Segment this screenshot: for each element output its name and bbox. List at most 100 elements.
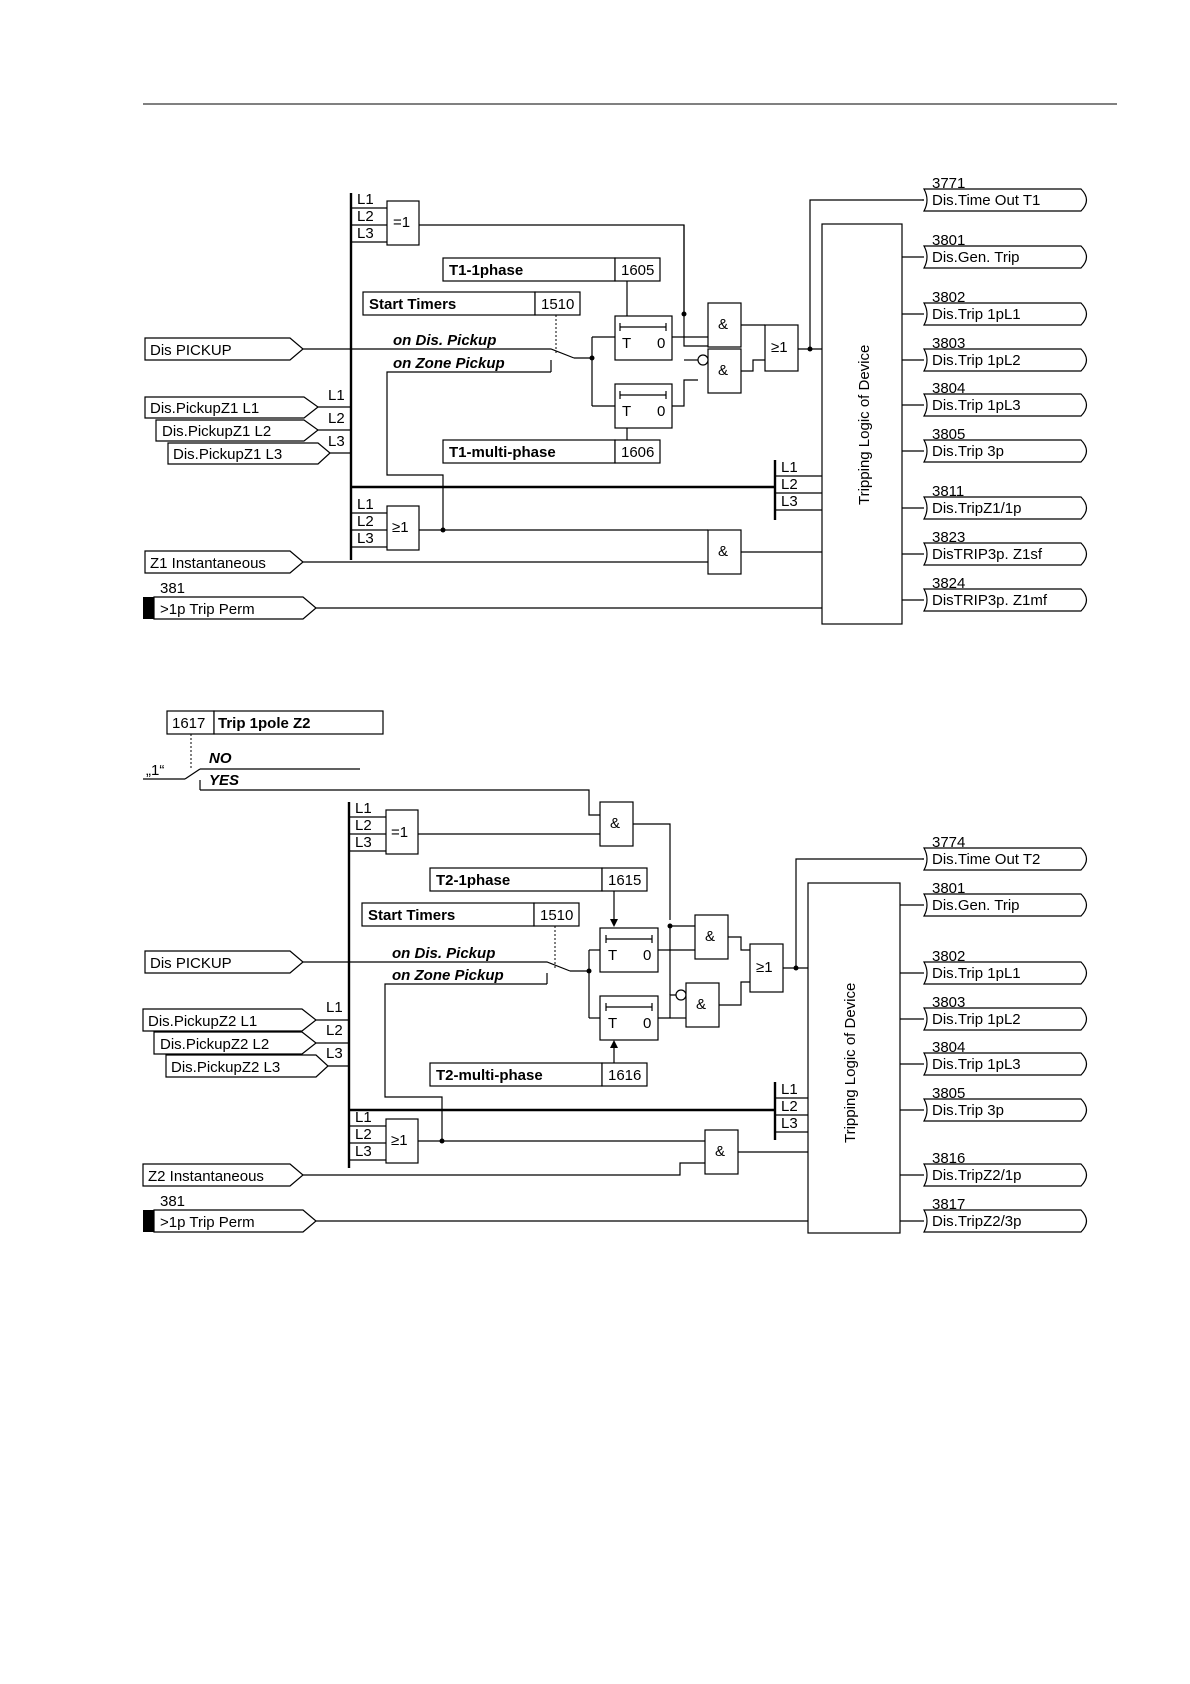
d2-output-3802	[922, 961, 1088, 985]
d2-input-pickup-l2	[153, 1031, 317, 1055]
d2-start-timers-label: Start Timers	[368, 907, 455, 924]
d2-start-timers-addr: 1510	[540, 907, 573, 924]
d1-bus-l2: L2	[781, 476, 798, 493]
d1-output-label: Dis.Trip 1pL2	[932, 352, 1021, 369]
d1-pickup-phase-l1: L1	[328, 387, 345, 404]
d2-tripping-logic	[807, 882, 901, 1234]
d1-output-3802	[922, 302, 1088, 326]
d2-tripping-logic-label: Tripping Logic of Device	[842, 983, 859, 1143]
d1-input-trip-perm	[153, 596, 317, 620]
d2-or-l1: L1	[355, 1109, 372, 1126]
diagram-1: L1 L2 L3 =1 T1-1phase 1605 Start Timers …	[143, 175, 1088, 625]
d1-or-l3: L3	[357, 530, 374, 547]
d2-bus-l2: L2	[781, 1098, 798, 1115]
d1-input-instantaneous-label: Z1 Instantaneous	[150, 555, 266, 572]
d2-input-dis-pickup	[144, 950, 304, 974]
d2-output-label: Dis.Time Out T2	[932, 851, 1040, 868]
d2-or-gate-2-label: ≥1	[391, 1132, 408, 1149]
d1-start-timers-addr: 1510	[541, 296, 574, 313]
d1-output-3801	[922, 245, 1088, 269]
d2-output-label: Dis.TripZ2/3p	[932, 1213, 1021, 1230]
d2-and-gate-top-label: &	[610, 815, 620, 832]
d1-output-label: Dis.Time Out T1	[932, 192, 1040, 209]
d2-xor-l3: L3	[355, 834, 372, 851]
d2-and-gate-2	[685, 982, 720, 1028]
d2-input-pickup-l2-label: Dis.PickupZ2 L2	[160, 1036, 269, 1053]
d2-t2-multiphase-addr: 1616	[608, 1067, 641, 1084]
d2-xor-l2: L2	[355, 817, 372, 834]
d2-pickup-phase-l2: L2	[326, 1022, 343, 1039]
d2-output-num: 3774	[932, 834, 965, 851]
d1-output-num: 3824	[932, 575, 965, 592]
d1-or-l2: L2	[357, 513, 374, 530]
d1-output-3805	[922, 439, 1088, 463]
d2-timer-1	[599, 927, 659, 973]
d2-output-3801	[922, 893, 1088, 917]
d1-timer-1-t: T	[622, 335, 631, 352]
d1-input-pickup-l3	[167, 442, 331, 465]
d1-input-instantaneous	[144, 550, 304, 574]
d2-xor-label: =1	[391, 824, 408, 841]
d2-const-one: „1“	[146, 762, 164, 779]
d1-output-label: DisTRIP3p. Z1sf	[932, 546, 1043, 563]
d1-output-num: 3771	[932, 175, 965, 192]
d2-input-trip-perm-label: >1p Trip Perm	[160, 1214, 255, 1231]
d1-output-3824	[922, 588, 1088, 612]
d1-output-num: 3801	[932, 232, 965, 249]
d2-output-3774	[922, 847, 1088, 871]
d1-input-dis-pickup	[144, 337, 304, 361]
d1-input-pickup-l3-label: Dis.PickupZ1 L3	[173, 446, 282, 463]
d2-or-gate-2	[385, 1118, 419, 1164]
d2-and-gate-3-label: &	[715, 1143, 725, 1160]
d1-xor-l3: L3	[357, 225, 374, 242]
d1-t1-multiphase-addr: 1606	[621, 444, 654, 461]
d2-and-gate-top	[599, 801, 634, 847]
d1-and-gate-1-label: &	[718, 316, 728, 333]
d2-output-3803	[922, 1007, 1088, 1031]
d1-output-label: DisTRIP3p. Z1mf	[932, 592, 1048, 609]
d2-or-gate-label: ≥1	[756, 959, 773, 976]
d2-output-3805	[922, 1098, 1088, 1122]
d2-and-gate-2-label: &	[696, 996, 706, 1013]
d1-output-num: 3802	[932, 289, 965, 306]
d1-and-gate-3-label: &	[718, 543, 728, 560]
d1-output-label: Dis.Trip 1pL1	[932, 306, 1021, 323]
d1-output-label: Dis.Trip 3p	[932, 443, 1004, 460]
d2-input-pickup-l1-label: Dis.PickupZ2 L1	[148, 1013, 257, 1030]
d1-and-gate-3	[707, 529, 742, 575]
d2-or-l2: L2	[355, 1126, 372, 1143]
d2-input-trip-perm	[153, 1209, 317, 1233]
d2-xor-gate	[385, 809, 419, 855]
d1-output-num: 3805	[932, 426, 965, 443]
d1-t1-1phase-addr: 1605	[621, 262, 654, 279]
d1-timer-1-0: 0	[657, 335, 665, 352]
d1-input-dis-pickup-label: Dis PICKUP	[150, 342, 232, 359]
d2-and-gate-1-label: &	[705, 928, 715, 945]
d2-t2-1phase-label: T2-1phase	[436, 872, 510, 889]
d2-trip-1pole-label: Trip 1pole Z2	[218, 715, 311, 732]
d1-t1-multiphase-label: T1-multi-phase	[449, 444, 556, 461]
d2-output-num: 3802	[932, 948, 965, 965]
d2-output-label: Dis.Trip 3p	[932, 1102, 1004, 1119]
d2-output-num: 3805	[932, 1085, 965, 1102]
d1-and-gate-2-label: &	[718, 362, 728, 379]
d2-input-instantaneous-label: Z2 Instantaneous	[148, 1168, 264, 1185]
d2-input-pickup-l1	[142, 1008, 317, 1032]
diagram-2: 1617 Trip 1pole Z2 NO YES „1“ L1 L2 L3 =…	[142, 710, 1088, 1234]
d2-timer-1-0: 0	[643, 947, 651, 964]
d2-output-label: Dis.TripZ2/1p	[932, 1167, 1021, 1184]
d2-output-label: Dis.Gen. Trip	[932, 897, 1020, 914]
d1-output-3803	[922, 348, 1088, 372]
d2-output-label: Dis.Trip 1pL2	[932, 1011, 1021, 1028]
d2-output-label: Dis.Trip 1pL3	[932, 1056, 1021, 1073]
d1-or-gate-label: ≥1	[771, 339, 788, 356]
d1-opt-dis-pickup: on Dis. Pickup	[393, 332, 496, 349]
d1-and-gate-2	[707, 348, 742, 394]
d1-opt-zone-pickup: on Zone Pickup	[393, 355, 505, 372]
d2-output-label: Dis.Trip 1pL1	[932, 965, 1021, 982]
d2-bus-l1: L1	[781, 1081, 798, 1098]
d2-input-pickup-l3-label: Dis.PickupZ2 L3	[171, 1059, 280, 1076]
d1-or-l1: L1	[357, 496, 374, 513]
